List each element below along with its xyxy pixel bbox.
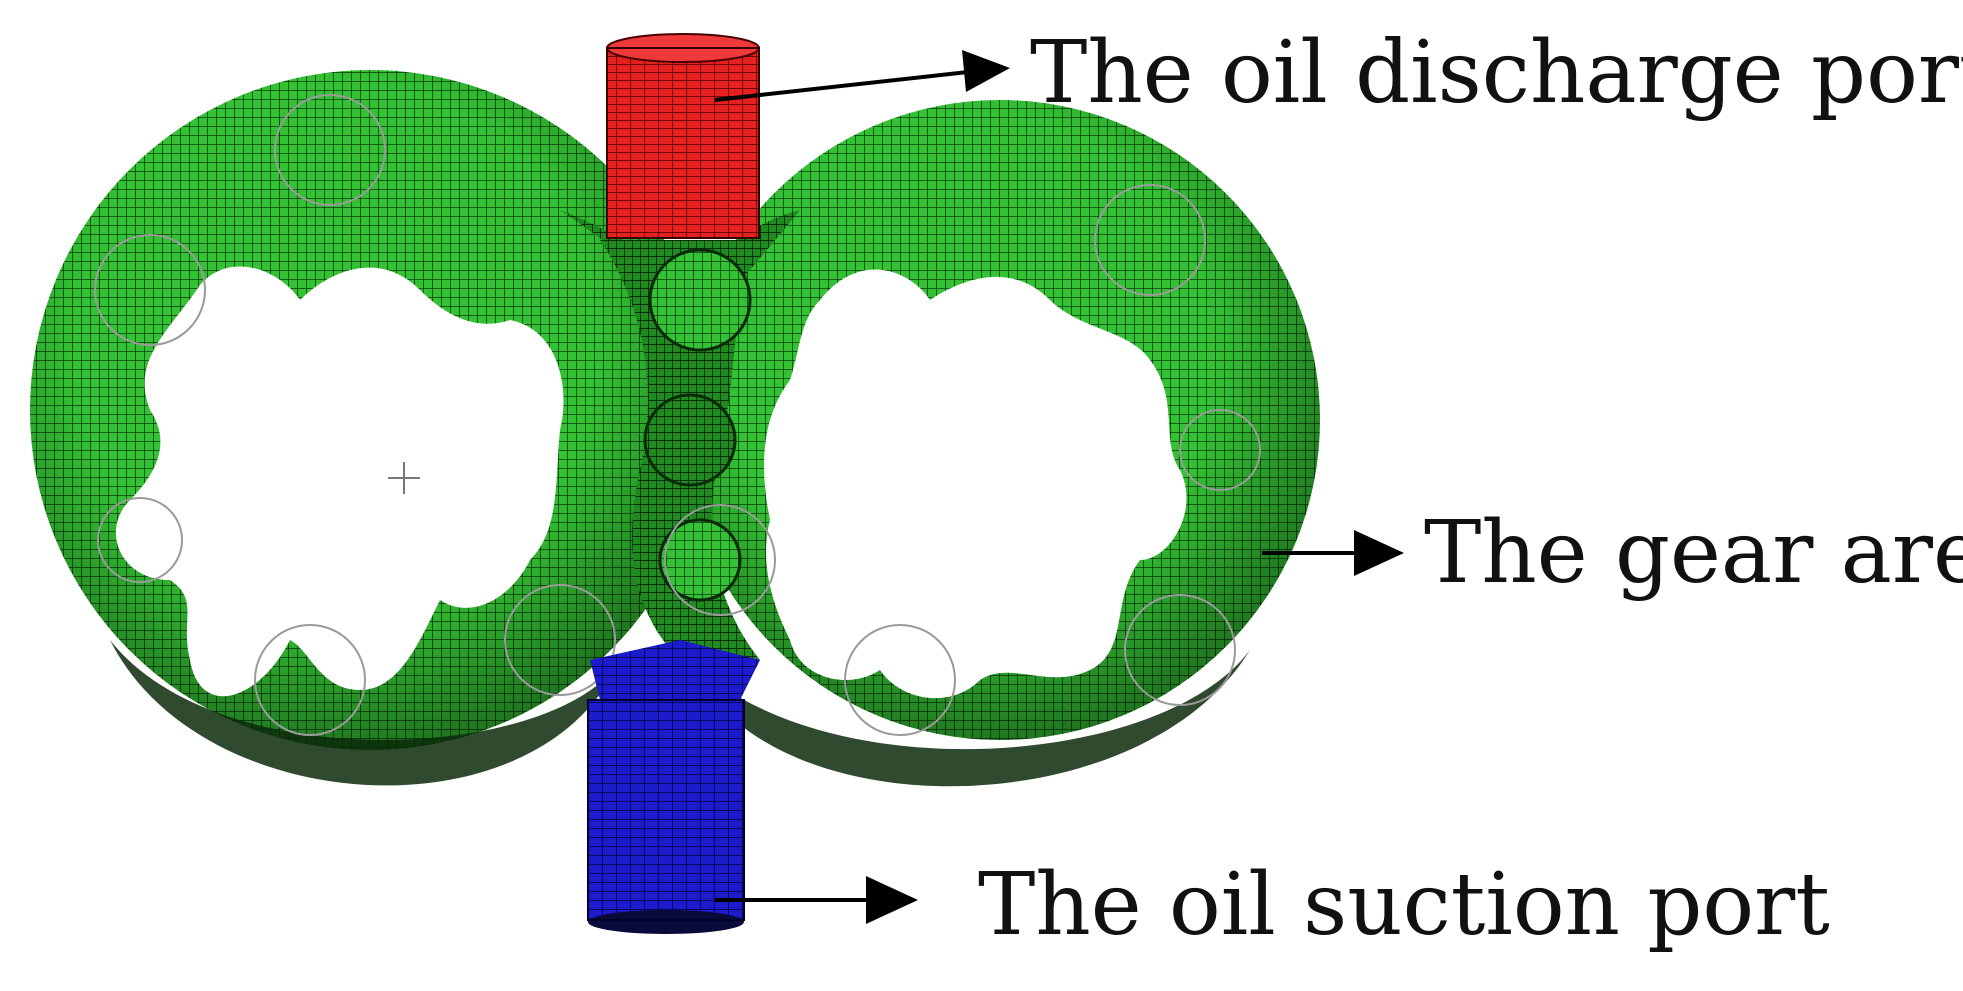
- discharge-port: [606, 33, 760, 239]
- suction-port: [587, 640, 760, 934]
- label-gear-area: The gear area: [1424, 503, 1963, 603]
- left-gear: [30, 70, 710, 786]
- right-gear: [680, 100, 1320, 787]
- arrow-suction: [715, 876, 918, 924]
- label-suction-port: The oil suction port: [978, 855, 1830, 955]
- meshing-zone: [560, 210, 800, 660]
- right-gear-cavity: [764, 269, 1187, 699]
- arrow-discharge: [714, 50, 1010, 102]
- left-gear-cavity: [115, 266, 564, 697]
- label-discharge-port: The oil discharge port: [1030, 23, 1963, 123]
- arrow-gear: [1262, 530, 1404, 576]
- crosshair-icon: [388, 462, 420, 494]
